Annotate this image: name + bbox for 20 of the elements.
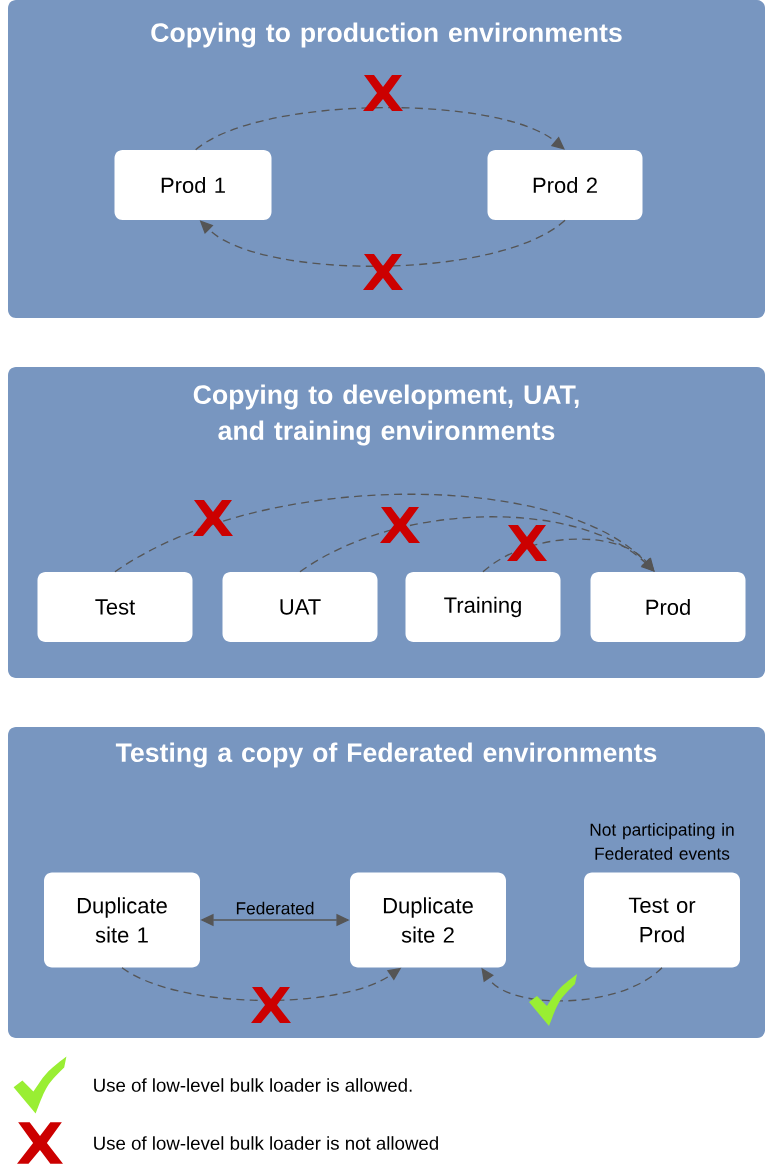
panel-title: Testing a copy of Federated environments	[115, 742, 657, 768]
panel-title: Copying to development, UAT, and training environments	[193, 384, 579, 446]
panel-title: Copying to production environments	[151, 22, 622, 48]
edge-label: Federated	[234, 900, 316, 916]
box: UAT	[222, 572, 378, 642]
arrow	[481, 967, 663, 1002]
box: Prod 2	[487, 150, 643, 220]
panel	[8, 0, 765, 318]
box: Prod	[590, 572, 746, 642]
box: Duplicate site 2	[350, 872, 506, 968]
box: Training	[405, 572, 561, 642]
box: Prod 1	[114, 150, 272, 220]
note-text: Not participating in Federated events	[590, 823, 734, 860]
arrow	[195, 106, 565, 151]
box: Test or Prod	[584, 872, 740, 968]
legend-text: Use of low-level bulk loader is not allowed	[94, 1136, 438, 1150]
box: Duplicate site 1	[44, 872, 200, 968]
box: Test	[37, 572, 193, 642]
arrow	[482, 538, 655, 573]
legend-text: Use of low-level bulk loader is allowed.	[94, 1078, 412, 1092]
